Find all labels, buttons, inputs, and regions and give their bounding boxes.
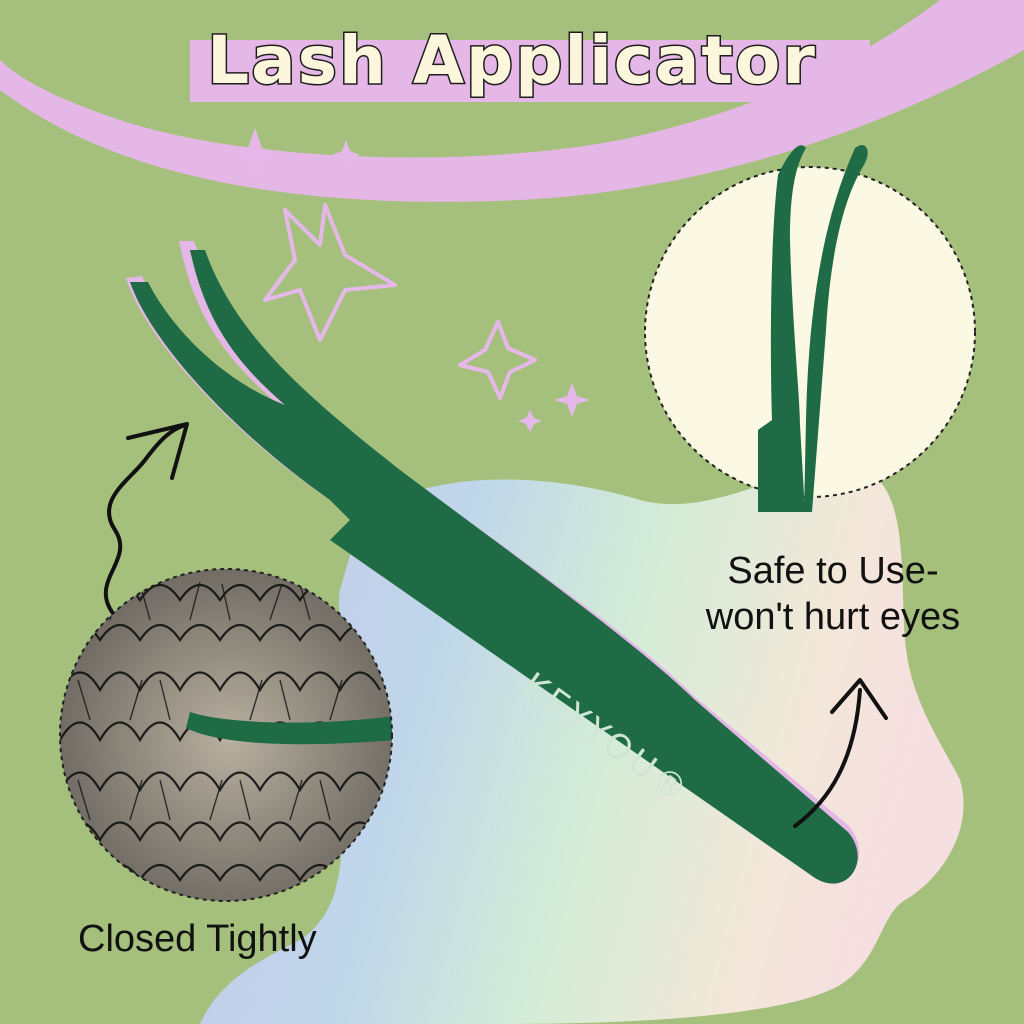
mini-tweezer xyxy=(186,712,392,745)
arrow-icon xyxy=(103,423,187,614)
sparkle-star-icon xyxy=(263,203,397,342)
sparkle-star-icon xyxy=(458,320,537,400)
sparkle-star-icon xyxy=(230,128,280,182)
arrow-icon xyxy=(793,688,862,828)
caption-safe: Safe to Use- won't hurt eyes xyxy=(668,548,998,640)
pastel-blob xyxy=(200,468,964,1024)
caption-closed: Closed Tightly xyxy=(78,918,317,960)
caption-safe-line1: Safe to Use- xyxy=(727,550,939,592)
sparkle-star-icon xyxy=(332,140,360,170)
tweezers-body xyxy=(130,250,858,884)
sparkle-star-icon xyxy=(554,383,590,417)
arrow-icon xyxy=(830,678,888,720)
arrow-icon xyxy=(126,422,189,480)
page-title: Lash Applicator xyxy=(206,21,817,101)
sparkle-star-icon xyxy=(518,410,542,432)
caption-safe-line2: won't hurt eyes xyxy=(705,596,961,638)
